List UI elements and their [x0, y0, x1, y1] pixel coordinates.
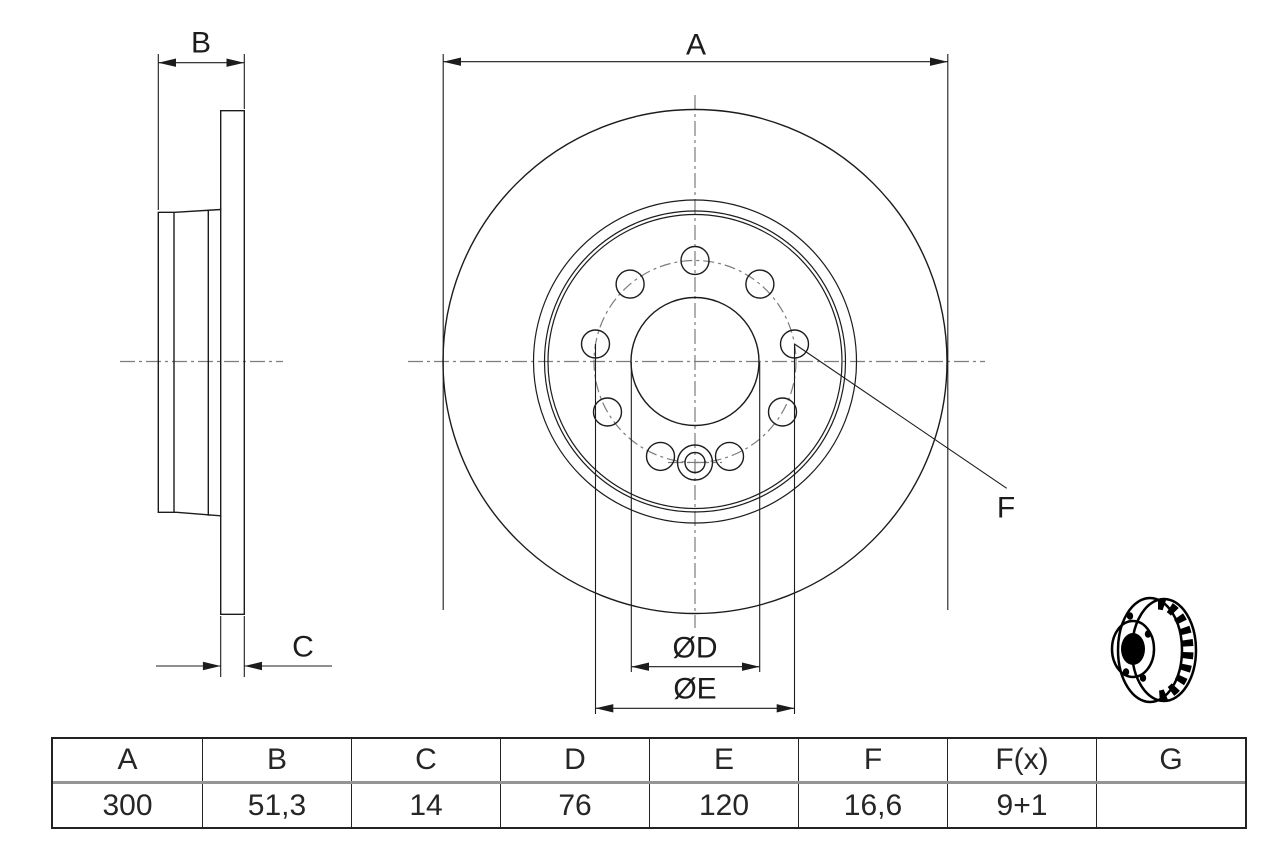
- dim-label-f: F: [997, 492, 1015, 525]
- bolt-hole: [645, 441, 676, 472]
- vent-slots: [1157, 598, 1194, 702]
- stud-hole-dot: [1139, 674, 1147, 682]
- table-header-b: B: [202, 739, 351, 781]
- bolt-circle-centerline: [593, 259, 797, 464]
- dim-label-e: ØE: [673, 673, 716, 706]
- dimension-c: C: [156, 616, 332, 677]
- dim-label-c: C: [292, 631, 314, 664]
- table-value-g: [1096, 784, 1245, 827]
- center-bore: [1121, 633, 1145, 665]
- hat-rim-circle-inner: [547, 213, 843, 510]
- dimension-b-arrow-left: [158, 58, 176, 67]
- dimension-d: ØD: [630, 362, 761, 672]
- leader-f-line: [794, 343, 1008, 489]
- dimension-b-arrow-right: [226, 58, 245, 67]
- dim-label-a: A: [686, 29, 706, 62]
- table-value-b: 51,3: [202, 784, 351, 827]
- dimension-c-lines: [156, 616, 332, 677]
- dimension-e: ØE: [594, 344, 796, 714]
- centerlines: [120, 95, 985, 628]
- table-header-g: G: [1096, 739, 1245, 781]
- table-header-e: E: [649, 739, 798, 781]
- bolt-hole: [745, 269, 775, 299]
- front-view: [442, 108, 948, 615]
- table-header-d: D: [500, 739, 649, 781]
- table-value-c: 14: [351, 784, 500, 827]
- bolt-hole: [592, 397, 623, 427]
- locating-hole: [676, 444, 714, 481]
- dimension-d-arrow-left: [631, 662, 649, 671]
- dimension-c-arrow-left: [202, 661, 221, 671]
- table-header-a: A: [117, 743, 138, 776]
- dimension-table-value-row: 300 51,3 14 76 120 16,6 9+1: [53, 784, 1245, 827]
- dimension-e-arrow-left: [595, 704, 614, 713]
- dimension-table-header-row: A B C D E F F(x) G: [53, 739, 1245, 784]
- stud-hole-dot: [1126, 612, 1134, 620]
- bolt-hole: [680, 245, 710, 276]
- dimension-b-lines: [157, 54, 245, 210]
- dimension-c-arrow-right: [244, 661, 262, 671]
- bolt-hole: [615, 269, 645, 299]
- stud-hole-dot: [1144, 630, 1152, 638]
- table-value-a: 300: [102, 788, 153, 822]
- hat-profile: [157, 208, 222, 517]
- dim-label-b: B: [191, 27, 211, 60]
- dimension-a-lines: [442, 54, 949, 610]
- table-value-d: 76: [500, 784, 649, 827]
- dimension-d-lines: [630, 362, 761, 672]
- leader-f: F: [794, 343, 1015, 525]
- dimension-e-lines: [594, 344, 796, 714]
- hat-rim-circle-outer: [543, 210, 847, 513]
- dimension-a-arrow-left: [443, 57, 461, 66]
- dimension-a: A: [442, 29, 949, 610]
- dimension-e-arrow-right: [776, 704, 795, 713]
- table-value-f: 16,6: [798, 784, 947, 827]
- table-value-fx: 9+1: [947, 784, 1096, 827]
- dimension-a-arrow-right: [930, 57, 948, 66]
- locating-hole-counterbore: [676, 444, 714, 481]
- bolt-hole: [714, 441, 745, 472]
- ventilated-brake-disc-3d-icon: [1110, 596, 1198, 704]
- friction-ring-profile: [220, 110, 245, 615]
- table-header-f: F: [798, 739, 947, 781]
- hub-ellipse: [1110, 619, 1156, 679]
- dim-label-d: ØD: [673, 632, 718, 665]
- dimension-table: A B C D E F F(x) G 300 51,3 14 76 120 16…: [51, 737, 1247, 829]
- dimension-d-arrow-right: [742, 662, 760, 671]
- dimension-b: B: [157, 27, 245, 210]
- bolt-hole: [767, 397, 798, 427]
- locating-hole-bore: [684, 451, 706, 474]
- side-view: [157, 110, 245, 615]
- table-header-fx: F(x): [947, 739, 1096, 781]
- hat-outer-circle: [532, 199, 858, 524]
- center-bore-circle: [630, 296, 760, 427]
- disc-face-ellipse: [1116, 596, 1184, 704]
- table-value-e: 120: [649, 784, 798, 827]
- table-header-c: C: [351, 739, 500, 781]
- stud-hole-dot: [1122, 668, 1130, 676]
